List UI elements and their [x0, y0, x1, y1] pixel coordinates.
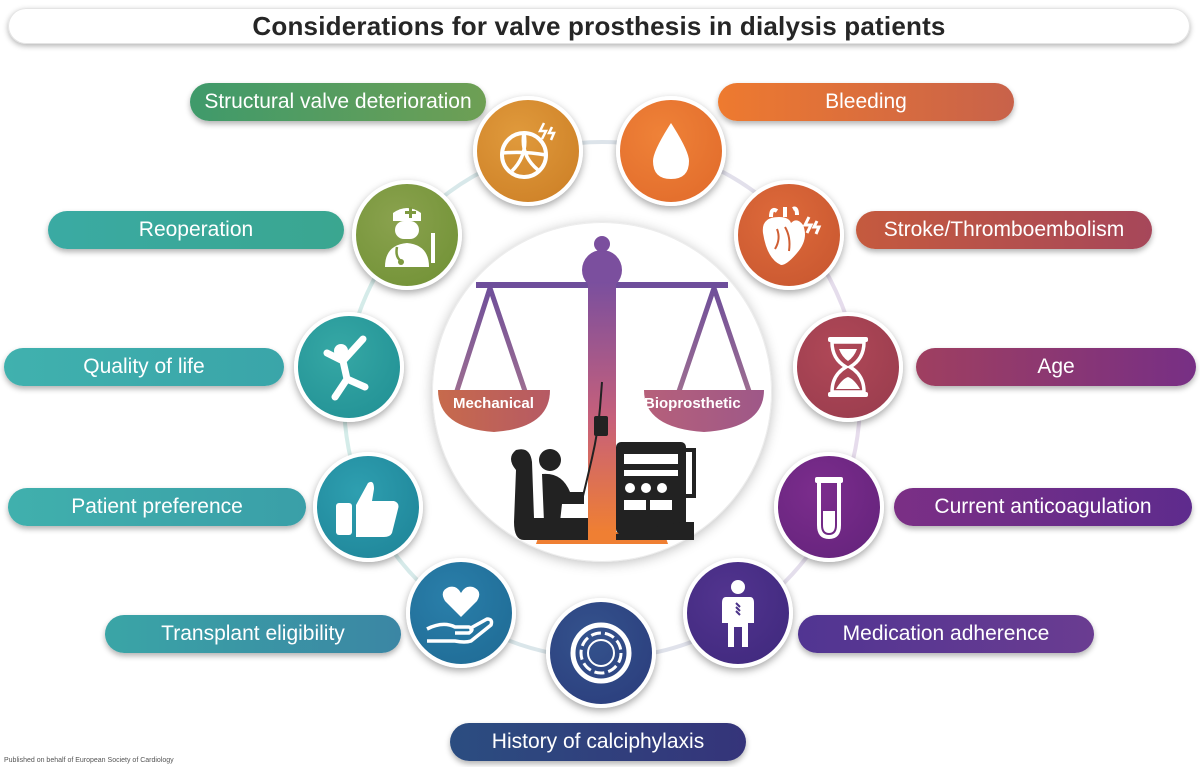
surgeon-icon [385, 207, 435, 267]
icon-circle-patient-preference [313, 452, 423, 562]
icon-circle-calciphylaxis [546, 598, 656, 708]
icon-circle-current-anticoagulation [774, 452, 884, 562]
balance-scale-illustration [438, 236, 764, 544]
pill-bleeding: Bleeding [718, 83, 1014, 121]
jumping-person-icon [323, 335, 369, 401]
heart-thrombus-icon [762, 206, 822, 265]
icon-circle-quality-of-life [294, 312, 404, 422]
center-circle: Mechanical Bioprosthetic [432, 222, 772, 562]
icon-circle-reoperation [352, 180, 462, 290]
pill-quality-of-life: Quality of life [4, 348, 284, 386]
pan-label-bioprosthetic: Bioprosthetic [644, 395, 741, 412]
page-title: Considerations for valve prosthesis in d… [252, 10, 946, 41]
pill-current-anticoagulation: Current anticoagulation [894, 488, 1192, 526]
icon-circle-structural-valve [473, 96, 583, 206]
thumbs-up-icon [336, 481, 399, 537]
title-banner: Considerations for valve prosthesis in d… [8, 8, 1190, 44]
pill-reoperation: Reoperation [48, 211, 344, 249]
icon-circle-medication-adherence [683, 558, 793, 668]
pill-history-of-calciphylaxis: History of calciphylaxis [450, 723, 746, 761]
icon-circle-stroke [734, 180, 844, 290]
calcified-valve-icon [500, 122, 556, 179]
pill-medication-adherence: Medication adherence [798, 615, 1094, 653]
calcified-vessel-icon [570, 622, 632, 684]
pill-transplant-eligibility: Transplant eligibility [105, 615, 401, 653]
pill-structural-valve-deterioration: Structural valve deterioration [190, 83, 486, 121]
hourglass-icon [828, 337, 868, 397]
test-tube-icon [815, 477, 843, 540]
pill-patient-preference: Patient preference [8, 488, 306, 526]
icon-circle-age [793, 312, 903, 422]
pill-age: Age [916, 348, 1196, 386]
pill-stroke-thromboembolism: Stroke/Thromboembolism [856, 211, 1152, 249]
heart-in-hand-icon [426, 586, 494, 644]
footer-attribution: Published on behalf of European Society … [4, 757, 174, 764]
patient-figure-icon [722, 580, 754, 647]
blood-drop-icon [653, 123, 689, 179]
icon-circle-bleeding [616, 96, 726, 206]
icon-circle-transplant-eligibility [406, 558, 516, 668]
pan-label-mechanical: Mechanical [453, 395, 534, 412]
